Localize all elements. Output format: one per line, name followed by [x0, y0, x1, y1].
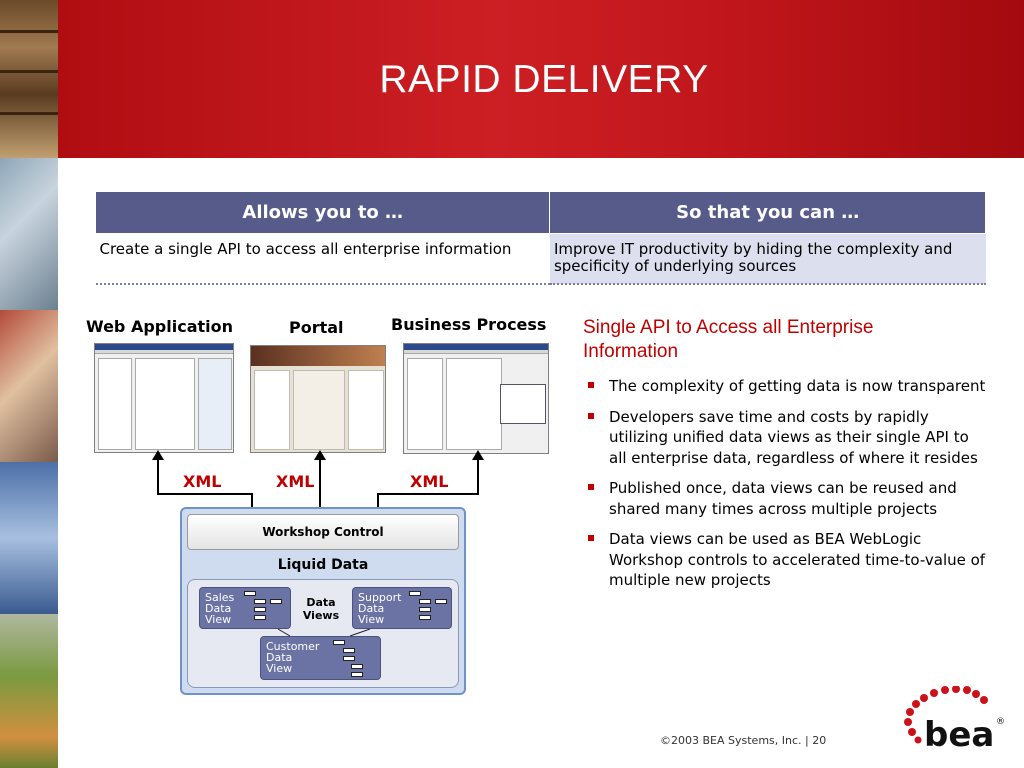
bea-logo: bea ® — [904, 686, 1005, 752]
photo-phone — [0, 310, 58, 462]
sales-view-line3: View — [205, 613, 232, 626]
bullet-item: The complexity of getting data is now tr… — [588, 376, 988, 397]
customer-data-view: Customer Data View — [260, 636, 381, 680]
support-view-line1: Support — [358, 591, 402, 604]
customer-view-line3: View — [266, 662, 293, 675]
bullet-item: Developers save time and costs by rapidl… — [588, 407, 988, 469]
xml-label-portal: XML — [276, 472, 315, 491]
right-subheading: Single API to Access all Enterprise Info… — [583, 317, 874, 362]
header-banner: RAPID DELIVERY — [58, 0, 1024, 158]
photo-hands — [0, 158, 58, 310]
sales-view-line2: Data — [205, 602, 232, 615]
slide-title: RAPID DELIVERY — [379, 58, 709, 101]
workshop-control-box: Workshop Control — [187, 514, 459, 550]
xml-label-business: XML — [410, 472, 449, 491]
web-application-screenshot — [94, 343, 234, 453]
label-portal: Portal — [289, 318, 344, 337]
business-process-screenshot — [403, 343, 549, 454]
table-header-so-that: So that you can … — [549, 191, 986, 234]
benefit-bullets: The complexity of getting data is now tr… — [588, 376, 988, 601]
bullet-item: Published once, data views can be reused… — [588, 478, 988, 519]
customer-view-line1: Customer — [266, 640, 320, 653]
sales-data-view: Sales Data View — [199, 587, 291, 629]
label-business-process: Business Process — [391, 315, 547, 334]
label-web-application: Web Application — [86, 317, 234, 336]
table-cell-allows: Create a single API to access all enterp… — [95, 233, 550, 285]
data-views-label: Data Views — [302, 596, 340, 622]
registered-mark: ® — [996, 717, 1005, 727]
xml-label-web: XML — [183, 472, 222, 491]
footer-copyright: ©2003 BEA Systems, Inc. | 20 — [660, 734, 827, 747]
support-view-line2: Data — [358, 602, 385, 615]
portal-screenshot — [250, 345, 386, 453]
table-row: Create a single API to access all enterp… — [95, 233, 986, 285]
support-data-view: Support Data View — [352, 587, 452, 629]
liquid-data-title: Liquid Data — [277, 557, 369, 573]
left-photo-strip — [0, 0, 58, 768]
table-header-allows: Allows you to … — [94, 191, 551, 234]
benefits-table: Allows you to … So that you can … Create… — [94, 191, 986, 285]
photo-bookshelf — [0, 0, 58, 158]
support-view-line3: View — [358, 613, 385, 626]
table-cell-so-that: Improve IT productivity by hiding the co… — [549, 233, 986, 285]
customer-view-line2: Data — [266, 651, 293, 664]
photo-test-tubes — [0, 614, 58, 768]
bullet-item: Data views can be used as BEA WebLogic W… — [588, 529, 988, 591]
sales-view-line1: Sales — [205, 591, 235, 604]
photo-columns — [0, 462, 58, 614]
bea-logo-text: bea — [924, 715, 994, 752]
table-header-row: Allows you to … So that you can … — [94, 191, 986, 234]
